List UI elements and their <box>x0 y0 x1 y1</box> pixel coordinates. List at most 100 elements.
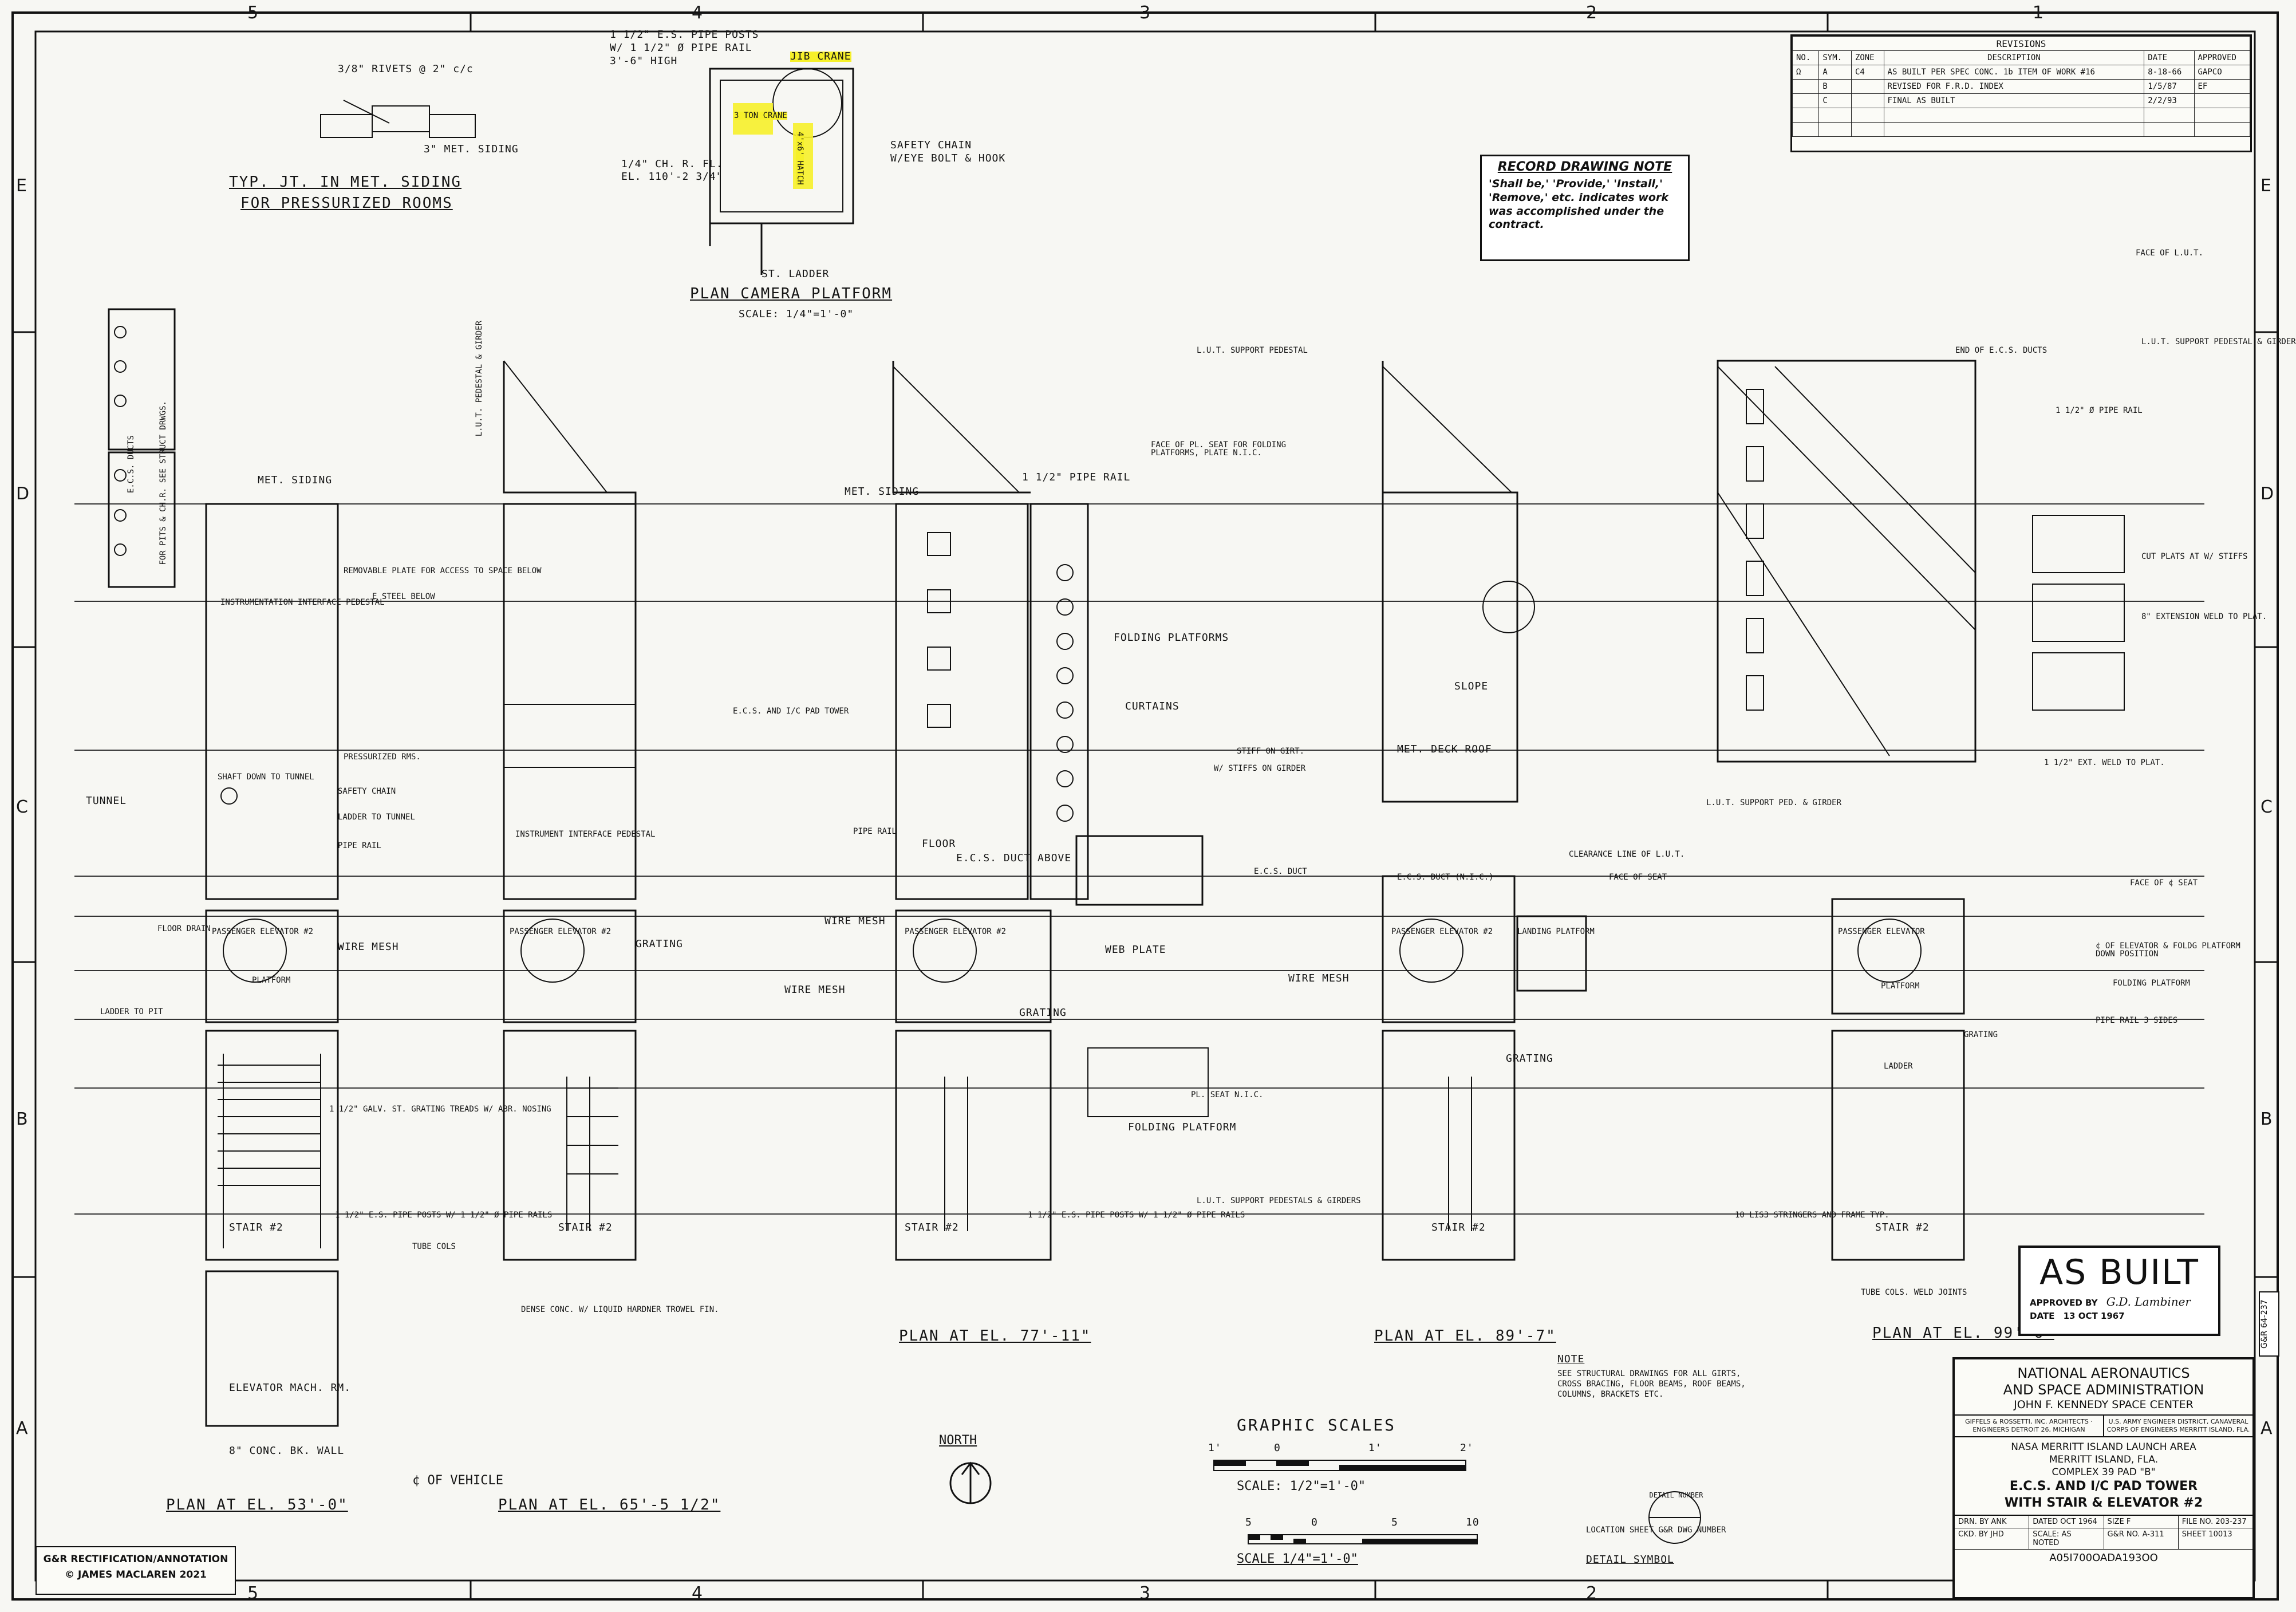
plan3-folding-platforms: FOLDING PLATFORMS <box>1114 632 1229 644</box>
credit-box: G&R RECTIFICATION/ANNOTATION © JAMES MAC… <box>35 1546 236 1595</box>
plan3-elevator: PASSENGER ELEVATOR #2 <box>905 927 1007 936</box>
as-built-text: AS BUILT <box>2039 1252 2199 1292</box>
scale2-label: SCALE 1/4"=1'-0" <box>1237 1552 1358 1566</box>
plan1-floor-drain: FLOOR DRAIN <box>157 924 211 933</box>
zone-row-d-left: D <box>16 484 30 504</box>
plan5-ladder: LADDER <box>1884 1062 1913 1071</box>
rev-sym: C <box>1818 93 1852 108</box>
camera-eye-bolt: W/EYE BOLT & HOOK <box>890 152 1006 164</box>
plan4-ecs-duct: E.C.S. DUCT (N.I.C.) <box>1397 873 1494 882</box>
plan3-ecs-tower: E.C.S. AND I/C PAD TOWER <box>733 707 849 716</box>
plan5-folding-platform: FOLDING PLATFORM <box>2113 979 2190 988</box>
scale1-tick3: 2' <box>1460 1442 1474 1454</box>
plan3-wire-mesh: WIRE MESH <box>824 915 886 927</box>
zone-row-b-left: B <box>16 1109 28 1129</box>
plan1-ecs-ducts: E.C.S. DUCTS <box>127 435 136 494</box>
plan4-elevator: PASSENGER ELEVATOR #2 <box>1391 927 1493 936</box>
revisions-title: REVISIONS <box>1792 36 2250 51</box>
plan2-grating: GRATING <box>636 938 683 950</box>
detail-symbol-bottom: LOCATION SHEET G&R DWG NUMBER <box>1586 1526 1726 1535</box>
plan1-title: PLAN AT EL. 53'-0" <box>166 1496 348 1514</box>
plan3-ecs-duct-above: E.C.S. DUCT ABOVE <box>956 852 1072 864</box>
dated-label: DATED <box>2033 1518 2058 1527</box>
as-built-date-row: DATE 13 OCT 1967 <box>2021 1311 2218 1321</box>
revision-row: Ω A C4 AS BUILT PER SPEC CONC. 1b ITEM O… <box>1792 65 2250 80</box>
plan1-safety-chain: SAFETY CHAIN <box>338 787 396 796</box>
project-line1: NASA MERRITT ISLAND LAUNCH AREA <box>2011 1441 2196 1453</box>
plan2-dense-conc: DENSE CONC. W/ LIQUID HARDNER TROWEL FIN… <box>521 1305 719 1314</box>
plan1-elevator: PASSENGER ELEVATOR #2 <box>212 927 314 936</box>
plan2-removable-plate: REMOVABLE PLATE FOR ACCESS TO SPACE BELO… <box>344 566 542 576</box>
plan4-face-seat: FACE OF SEAT <box>1609 873 1667 882</box>
plan2-lut-pedestal: L.U.T. PEDESTAL & GIRDER <box>475 321 484 437</box>
plan2-title: PLAN AT EL. 65'-5 1/2" <box>498 1496 721 1514</box>
drawn-by: ANK <box>1991 1518 2007 1527</box>
zone-col-4-bottom: 4 <box>692 1583 703 1603</box>
plan2-elevator: PASSENGER ELEVATOR #2 <box>510 927 612 936</box>
plan5-elevator: PASSENGER ELEVATOR <box>1838 927 1925 936</box>
plan5-stair: STAIR #2 <box>1875 1221 1930 1233</box>
plan5-lut-ped: L.U.T. SUPPORT PED. & GIRDER <box>1706 798 1842 807</box>
project-line3: COMPLEX 39 PAD "B" <box>2052 1467 2156 1479</box>
size: F <box>2126 1518 2131 1527</box>
rev-date: 1/5/87 <box>2144 79 2195 94</box>
zone-col-3-bottom: 3 <box>1139 1583 1151 1603</box>
as-built-date-label: DATE <box>2030 1311 2055 1321</box>
file-no-label: FILE NO. <box>2181 1518 2214 1527</box>
plan5-stringers: 10 LIS3 STRINGERS AND FRAME TYP. <box>1735 1211 1889 1220</box>
rev-approved: GAPCO <box>2194 65 2250 80</box>
rev-header-no: NO. <box>1792 50 1820 65</box>
checked-label: CKD. BY <box>1958 1530 1989 1539</box>
as-built-approved-label: APPROVED BY <box>2030 1298 2098 1308</box>
zone-row-d-right: D <box>2261 484 2274 504</box>
rev-date: 2/2/93 <box>2144 93 2195 108</box>
plan4-clearance: CLEARANCE LINE OF L.U.T. <box>1569 850 1685 859</box>
firm-left: GIFFELS & ROSSETTI, INC. ARCHITECTS · EN… <box>1955 1416 2104 1436</box>
agency-line1: NATIONAL AERONAUTICS <box>2017 1365 2190 1381</box>
record-drawing-note: RECORD DRAWING NOTE 'Shall be,' 'Provide… <box>1480 155 1690 261</box>
rev-approved: EF <box>2194 79 2250 94</box>
camera-floor-type: 1/4" CH. R. FL. <box>621 158 723 170</box>
plan3-stiffs-girder: W/ STIFFS ON GIRDER <box>1214 764 1306 773</box>
plan2-galv-grating: 1 1/2" GALV. ST. GRATING TREADS W/ ABR. … <box>329 1105 551 1114</box>
zone-row-e-left: E <box>16 176 27 196</box>
plan3-met-siding: MET. SIDING <box>845 486 920 498</box>
plan1-pits-note: FOR PITS & CH.R. SEE STRUCT DRWGS. <box>159 401 168 565</box>
credit-line1: G&R RECTIFICATION/ANNOTATION <box>43 1554 228 1565</box>
title-block-footer: DRN. BY ANK DATED OCT 1964 SIZE F FILE N… <box>1955 1516 2252 1564</box>
plan5-grating: GRATING <box>1964 1030 1998 1039</box>
plan3-folding-platform: FOLDING PLATFORM <box>1128 1121 1237 1133</box>
scale1-tick2: 1' <box>1368 1442 1382 1454</box>
checked-by: JHD <box>1990 1530 2004 1539</box>
plan3-lut-pedestals: L.U.T. SUPPORT PEDESTALS & GIRDERS <box>1197 1196 1361 1205</box>
zone-col-4-top: 4 <box>692 3 703 23</box>
zone-col-3-top: 3 <box>1139 3 1151 23</box>
plan3-curtains: CURTAINS <box>1125 700 1179 712</box>
gr-number: G&R NO. A-311 <box>2104 1528 2179 1550</box>
document-id: A05I700OADA193OO <box>2049 1552 2158 1564</box>
zone-row-e-right: E <box>2261 176 2271 196</box>
rev-desc: FINAL AS BUILT <box>1883 93 2145 108</box>
camera-jib-crane: JIB CRANE <box>790 50 851 62</box>
size-label: SIZE <box>2107 1518 2124 1527</box>
plan1-pipe-rail: PIPE RAIL <box>338 841 381 850</box>
record-note-body: 'Shall be,' 'Provide,' 'Install,' 'Remov… <box>1489 178 1668 231</box>
camera-3-ton-crane: 3 TON CRANE <box>734 111 787 120</box>
rev-zone: C4 <box>1851 65 1884 80</box>
camera-platform-title: PLAN CAMERA PLATFORM <box>690 285 893 302</box>
scale2-tick0: 5 <box>1245 1516 1252 1528</box>
revision-row: C FINAL AS BUILT 2/2/93 <box>1792 93 2250 108</box>
plan2-pressurized: PRESSURIZED RMS. <box>344 752 421 762</box>
plan3-pipe-rail: 1 1/2" PIPE RAIL <box>1022 471 1131 483</box>
plan3-pipe-rail2: PIPE RAIL <box>853 827 897 836</box>
plan1-wire-mesh: WIRE MESH <box>338 941 399 953</box>
revisions-table: REVISIONS NO. SYM. ZONE DESCRIPTION DATE… <box>1790 34 2252 152</box>
plan3-pl-seat: PL. SEAT N.I.C. <box>1191 1090 1264 1099</box>
scale1-tick0: 1' <box>1208 1442 1222 1454</box>
plan5-pipe-rail-sides: PIPE RAIL 3 SIDES <box>2096 1016 2178 1025</box>
plan1-met-siding: MET. SIDING <box>258 474 333 486</box>
plan1-conc-wall: 8" CONC. BK. WALL <box>229 1445 345 1457</box>
zone-row-c-left: C <box>16 797 28 817</box>
plan4-slope: SLOPE <box>1454 680 1489 692</box>
plan4-wire-mesh: WIRE MESH <box>1288 972 1350 984</box>
